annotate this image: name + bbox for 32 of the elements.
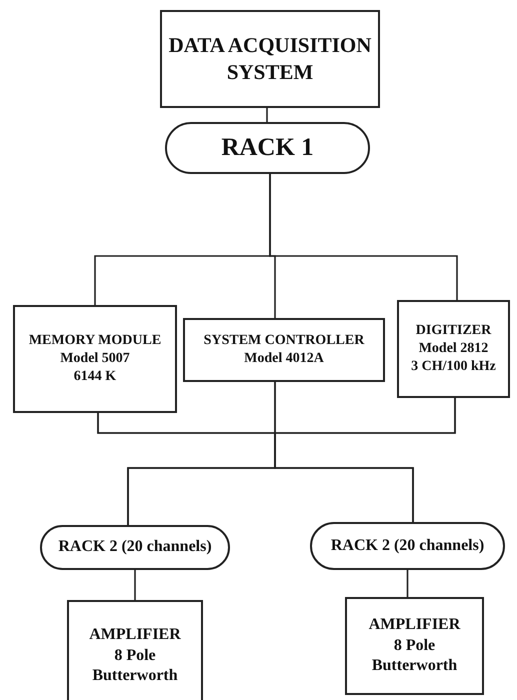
node-text: AMPLIFIER (89, 624, 181, 645)
node-text: MEMORY MODULE (28, 332, 162, 350)
node-text: 8 Pole (394, 636, 436, 656)
node-text: Model 4012A (244, 350, 324, 368)
connector-line (406, 570, 408, 597)
title-text: DATA ACQUISITION SYSTEM (168, 32, 372, 86)
rack-pill (310, 522, 505, 570)
module-box (13, 305, 177, 413)
node-text: RACK 2 (20 channels) (330, 536, 484, 556)
node-text: DIGITIZER (416, 322, 492, 340)
rack-pill (40, 525, 230, 570)
rack-pill (165, 122, 370, 174)
node-text: AMPLIFIER (368, 614, 460, 635)
amplifier-box (345, 597, 484, 695)
connector-line (269, 174, 458, 300)
connector-line (134, 570, 136, 600)
node-text: Model 2812 (418, 340, 488, 358)
node-text: RACK 1 (221, 132, 314, 163)
node-text: Butterworth (92, 666, 178, 686)
module-box (397, 300, 510, 398)
node-text: RACK 2 (20 channels) (58, 537, 212, 558)
node-text: 3 CH/100 kHz (411, 358, 496, 376)
amplifier-box (67, 600, 203, 700)
node-text: Butterworth (372, 656, 458, 676)
node-text: SYSTEM CONTROLLER (204, 332, 364, 350)
module-box (183, 318, 385, 382)
connector-line (274, 398, 456, 522)
node-text: 6144 K (74, 368, 116, 386)
title-box (160, 10, 380, 108)
connector-line (266, 108, 268, 122)
node-text: Model 5007 (60, 350, 130, 368)
node-text: 8 Pole (114, 646, 156, 666)
